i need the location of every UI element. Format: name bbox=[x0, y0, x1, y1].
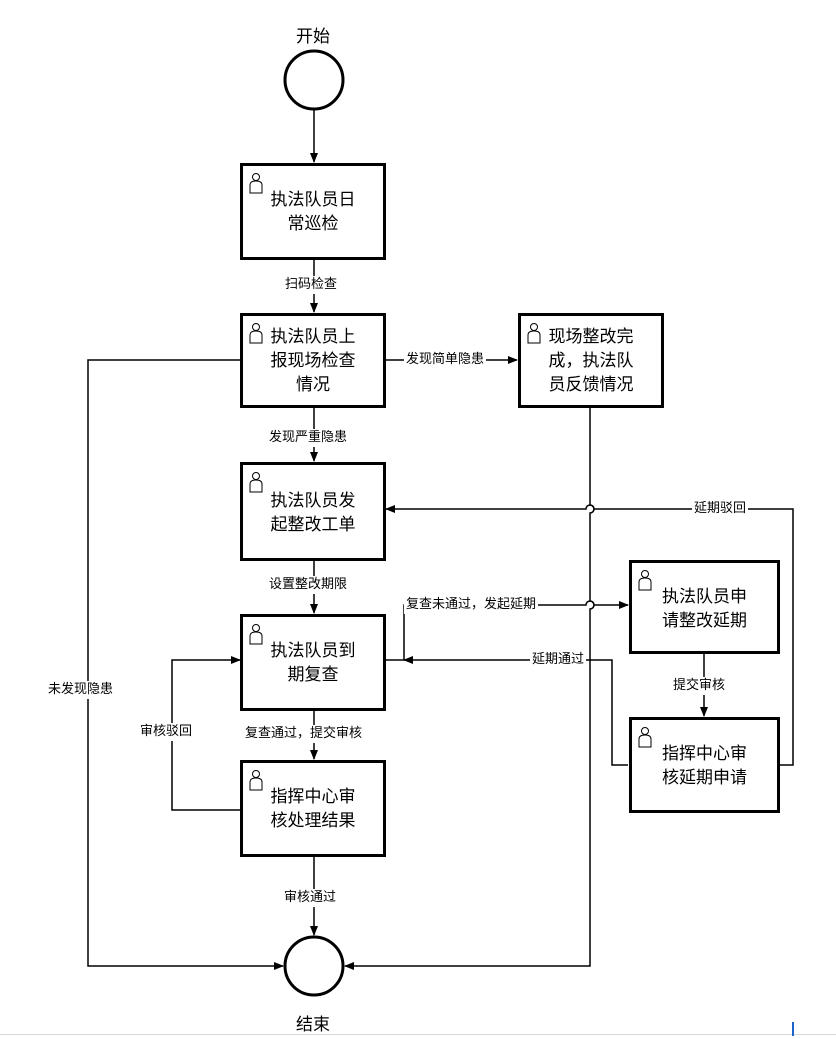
end-node bbox=[283, 935, 345, 997]
edge-label-delay-approved: 延期通过 bbox=[530, 651, 587, 669]
edge-no-hazard bbox=[87, 359, 284, 970]
person-icon bbox=[249, 323, 263, 344]
node-review-result: 指挥中心审 核处理结果 bbox=[240, 760, 386, 857]
person-icon bbox=[249, 173, 263, 194]
edge-label-submit-review: 提交审核 bbox=[671, 677, 728, 695]
text-cursor bbox=[792, 1022, 794, 1036]
edge-label-review-pass: 审核通过 bbox=[282, 889, 339, 907]
person-icon bbox=[249, 770, 263, 791]
node-report: 执法队员上 报现场检查 情况 bbox=[240, 313, 386, 408]
node-review-result-label: 指挥中心审 核处理结果 bbox=[270, 787, 356, 831]
edge-label-recheck-pass: 复查通过，提交审核 bbox=[243, 725, 365, 743]
edge-label-no-hazard: 未发现隐患 bbox=[46, 681, 116, 699]
node-patrol-label: 执法队员日 常巡检 bbox=[270, 190, 356, 234]
edge-label-simple-hazard: 发现简单隐患 bbox=[404, 351, 487, 369]
node-work-order: 执法队员发 起整改工单 bbox=[240, 462, 386, 561]
person-icon bbox=[527, 323, 541, 344]
person-icon bbox=[638, 570, 652, 591]
node-onsite-fix-label: 现场整改完 成，执法队 员反馈情况 bbox=[548, 327, 634, 395]
page-bottom-divider bbox=[0, 1034, 836, 1035]
node-recheck-label: 执法队员到 期复查 bbox=[270, 641, 356, 685]
edge-label-scan: 扫码检查 bbox=[283, 276, 340, 294]
edge-label-review-rejected: 审核驳回 bbox=[138, 723, 195, 741]
person-icon bbox=[249, 472, 263, 493]
node-apply-delay: 执法队员申 请整改延期 bbox=[629, 560, 780, 654]
person-icon bbox=[249, 624, 263, 645]
edge-delay-approved bbox=[403, 656, 628, 766]
edge-label-delay-rejected: 延期驳回 bbox=[692, 500, 749, 518]
node-report-label: 执法队员上 报现场检查 情况 bbox=[270, 327, 356, 395]
person-icon bbox=[638, 727, 652, 748]
end-label: 结束 bbox=[296, 1015, 330, 1035]
node-review-delay: 指挥中心审 核延期申请 bbox=[629, 717, 780, 813]
edge-label-set-deadline: 设置整改期限 bbox=[267, 576, 350, 594]
node-work-order-label: 执法队员发 起整改工单 bbox=[270, 491, 356, 535]
edge-label-serious-hazard: 发现严重隐患 bbox=[267, 429, 350, 447]
node-apply-delay-label: 执法队员申 请整改延期 bbox=[662, 587, 747, 631]
start-label: 开始 bbox=[296, 27, 330, 47]
node-review-delay-label: 指挥中心审 核延期申请 bbox=[662, 744, 747, 788]
node-recheck: 执法队员到 期复查 bbox=[240, 614, 386, 711]
node-onsite-fix: 现场整改完 成，执法队 员反馈情况 bbox=[518, 313, 664, 408]
edge-label-recheck-fail: 复查未通过，发起延期 bbox=[404, 596, 539, 614]
node-patrol: 执法队员日 常巡检 bbox=[240, 163, 386, 260]
start-node bbox=[283, 49, 345, 111]
